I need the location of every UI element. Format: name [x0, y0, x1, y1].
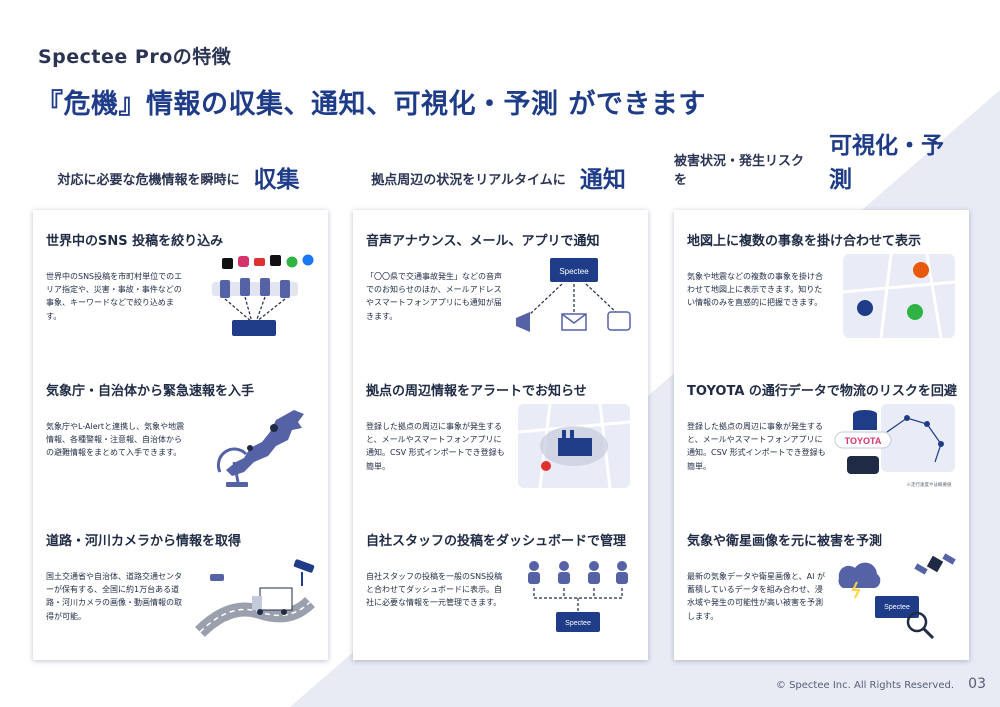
item-title: 拠点の周辺情報をアラートでお知らせ [366, 384, 587, 399]
column-collect: 対応に必要な危機情報を瞬時に 収集 世界中のSNS 投稿を絞り込み 世界中のSN… [33, 150, 328, 660]
item-title: 世界中のSNS 投稿を絞り込み [46, 234, 224, 249]
item-description: 国土交通省や自治体、道路交通センターが保有する、全国に約1万台ある道路・河川カメ… [46, 572, 182, 621]
road-camera-illustration [195, 559, 315, 638]
feature-card: 地図上に複数の事象を掛け合わせて表示 気象や地震などの複数の事象を掛け合わせて地… [674, 210, 969, 660]
column-key: 可視化・予測 [824, 126, 970, 194]
map-pins-illustration [842, 253, 956, 339]
item-title: 気象庁・自治体から緊急速報を入手 [46, 384, 255, 399]
feature-item-area-alert: 拠点の周辺情報をアラートでお知らせ 登録した拠点の周辺に事象が発生すると、メール… [353, 360, 648, 505]
factory-map-illustration [517, 403, 631, 489]
feature-card: 世界中のSNS 投稿を絞り込み 世界中のSNS投稿を市町村単位でのエリア指定や、… [33, 210, 328, 660]
feature-item-toyota: TOYOTA の通行データで物流のリスクを回避 登録した拠点の周辺に事象が発生す… [674, 360, 969, 505]
feature-item-notify: 音声アナウンス、メール、アプリで通知 「〇〇県で交通事故発生」などの音声でのお知… [353, 210, 648, 355]
copyright-text: © Spectee Inc. All Rights Reserved. [775, 680, 954, 691]
column-header: 被害状況・発生リスクを 可視化・予測 [674, 133, 970, 194]
toyota-logo: TOYOTA [845, 436, 882, 446]
feature-item-cameras: 道路・河川カメラから情報を取得 国土交通省や自治体、道路交通センターが保有する、… [33, 510, 328, 655]
item-description: 登録した拠点の周辺に事象が発生すると、メールやスマートフォンアプリに通知。CSV… [366, 422, 505, 471]
column-lead: 拠点周辺の状況をリアルタイムに [371, 173, 566, 188]
item-description: 登録した拠点の周辺に事象が発生すると、メールやスマートフォンアプリに通知。CSV… [687, 422, 826, 471]
staff-dashboard-illustration: Spectee [528, 561, 628, 632]
column-lead: 対応に必要な危機情報を瞬時に [57, 173, 240, 188]
column-key: 通知 [575, 160, 630, 194]
data-note: ※走行速度やは概要値 [907, 481, 952, 488]
page-number: 03 [968, 676, 986, 692]
column-visualize: 被害状況・発生リスクを 可視化・予測 地図上に複数の事象を掛け合わせて表示 気象… [674, 133, 970, 660]
spectee-logo: Spectee [884, 604, 910, 611]
item-title: 自社スタッフの投稿をダッシュボードで管理 [366, 534, 627, 549]
item-description: 最新の気象データや衛星画像と、AI が蓄積しているデータを組み合わせ、浸水域や発… [687, 572, 826, 621]
item-title: TOYOTA の通行データで物流のリスクを回避 [687, 384, 957, 399]
notification-channels-illustration: Spectee [516, 258, 631, 332]
satellite-prediction-illustration: Spectee [838, 553, 956, 640]
spectee-logo: Spectee [559, 267, 589, 276]
item-description: 「〇〇県で交通事故発生」などの音声でのお知らせのほか、メールアドレスやスマートフ… [366, 272, 502, 321]
column-notify: 拠点周辺の状況をリアルタイムに 通知 音声アナウンス、メール、アプリで通知 「〇… [353, 150, 648, 660]
page-headline: 『危機』情報の収集、通知、可視化・予測 ができます [36, 89, 706, 120]
column-header: 対応に必要な危機情報を瞬時に 収集 [33, 150, 328, 194]
column-lead: 被害状況・発生リスクを [674, 154, 805, 188]
item-description: 気象庁やL-Alertと連携し、気象や地震情報、各種警報・注意報、自治体からの避… [46, 422, 185, 458]
sns-network-illustration [212, 254, 314, 336]
feature-card: 音声アナウンス、メール、アプリで通知 「〇〇県で交通事故発生」などの音声でのお知… [353, 210, 648, 660]
feature-item-map-overlay: 地図上に複数の事象を掛け合わせて表示 気象や地震などの複数の事象を掛け合わせて地… [674, 210, 969, 355]
item-description: 自社スタッフの投稿を一般のSNS投稿と合わせてダッシュボードに表示。自社に必要な… [366, 572, 503, 608]
feature-item-staff-posts: 自社スタッフの投稿をダッシュボードで管理 自社スタッフの投稿を一般のSNS投稿と… [353, 510, 648, 655]
column-key: 収集 [249, 160, 304, 194]
column-header: 拠点周辺の状況をリアルタイムに 通知 [353, 150, 648, 194]
item-description: 世界中のSNS投稿を市町村単位でのエリア指定や、災害・事故・事件などの事象、キー… [46, 272, 183, 321]
feature-item-alerts: 気象庁・自治体から緊急速報を入手 気象庁やL-Alertと連携し、気象や地震情報… [33, 360, 328, 505]
spectee-logo: Spectee [565, 620, 591, 627]
feature-item-prediction: 気象や衛星画像を元に被害を予測 最新の気象データや衛星画像と、AI が蓄積してい… [674, 510, 969, 655]
feature-item-sns: 世界中のSNS 投稿を絞り込み 世界中のSNS投稿を市町村単位でのエリア指定や、… [33, 210, 328, 355]
item-title: 道路・河川カメラから情報を取得 [46, 534, 242, 549]
page-subtitle: Spectee Proの特徴 [38, 46, 232, 68]
item-description: 気象や地震などの複数の事象を掛け合わせて地図上に表示できます。知りたい情報のみを… [687, 272, 823, 308]
item-title: 地図上に複数の事象を掛け合わせて表示 [687, 234, 922, 249]
item-title: 気象や衛星画像を元に被害を予測 [687, 534, 883, 549]
toyota-traffic-illustration: TOYOTA ※走行速度やは概要値 [834, 404, 955, 488]
japan-map-satellite-illustration [216, 410, 304, 487]
item-title: 音声アナウンス、メール、アプリで通知 [366, 234, 600, 249]
